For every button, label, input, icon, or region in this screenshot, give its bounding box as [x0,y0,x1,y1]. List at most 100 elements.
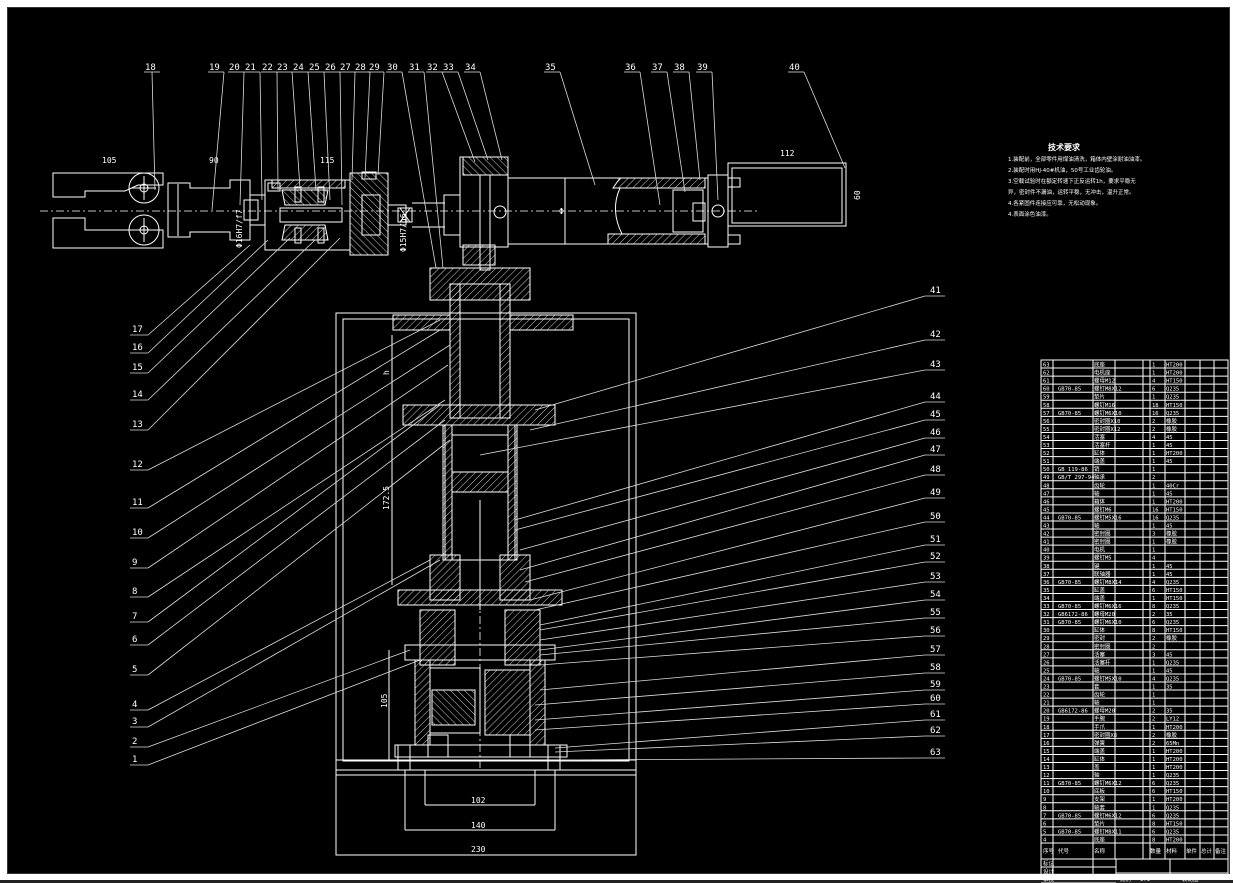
balloon-5: 5 [132,665,137,675]
tech-req-4: 异，密封件不漏油，运转平稳，无冲击，温升正常。 [1008,188,1135,196]
bom-material: HT200 [1166,499,1183,505]
bom-name: 盖 [1094,763,1100,771]
leader-line [147,344,451,539]
leader-line [534,689,926,721]
leader-line [539,561,926,631]
bom-material: 45 [1166,443,1173,449]
bom-no: 19 [1043,717,1050,723]
bom-name: 底座 [1094,361,1106,369]
bom-qty: 6 [1152,588,1155,594]
leader-line [211,71,225,211]
bom-header-cell: 备注 [1215,847,1227,855]
bom-material: HT200 [1166,749,1183,755]
balloon-42: 42 [930,330,941,340]
bom-name: 密封圈 [1094,530,1111,538]
bom-no: 37 [1043,572,1050,578]
bom-no: 10 [1043,789,1050,795]
bom-code: GB70-85 [1058,676,1081,682]
bom-material: LY12 [1166,717,1179,723]
bom-code: GB6172-86 [1058,612,1088,618]
bom-no: 13 [1043,765,1050,771]
bom-no: 26 [1043,660,1050,666]
balloon-63: 63 [930,748,941,758]
bom-qty: 4 [1152,379,1156,385]
bom-qty: 1 [1152,499,1155,505]
bom-no: 43 [1043,524,1050,530]
bom-material: HT150 [1166,507,1183,513]
bom-no: 61 [1043,379,1050,385]
tech-req-3: 3.空载试验时在额定转速下正反运转1h，要求平稳无 [1008,177,1136,185]
bom-qty: 1 [1152,668,1155,674]
tech-req-heading: 技术要求 [1048,142,1081,152]
bom-material: 40Cr [1166,483,1180,489]
balloon-50: 50 [930,512,941,522]
bom-no: 54 [1043,435,1050,441]
bom-material: HT200 [1166,451,1183,457]
bom-name: 手爪 [1094,723,1106,731]
bom-no: 46 [1043,499,1050,505]
drawing-title: 装配图 [1182,875,1199,883]
bom-name: 螺钉M5X16 [1094,513,1122,521]
leader-line [147,239,269,354]
bom-material: HT200 [1166,371,1183,377]
bom-material: Q235 [1166,411,1179,417]
balloon-24: 24 [293,63,304,73]
bom-no: 51 [1043,459,1050,465]
leader-line [539,599,926,651]
leader-line [514,401,926,521]
bom-no: 12 [1043,773,1050,779]
bom-no: 62 [1043,371,1050,377]
leader-line [339,71,343,206]
bom-no: 6 [1043,821,1046,827]
balloon-54: 54 [930,590,941,600]
bom-no: 52 [1043,451,1050,457]
bom-material: 45 [1166,524,1173,530]
bom-qty: 4 [1152,556,1156,562]
bom-name: 轴 [1094,666,1100,674]
bom-qty: 2 [1152,612,1155,618]
bom-no: 48 [1043,483,1050,489]
leader-line [457,71,489,161]
balloon-32: 32 [427,63,438,73]
gripper-assembly [40,156,847,271]
bom-qty: 2 [1152,419,1155,425]
balloon-55: 55 [930,608,941,618]
balloon-49: 49 [930,488,941,498]
leader-line [259,71,263,201]
bom-code: GB70-85 [1058,781,1081,787]
balloon-7: 7 [132,612,137,622]
balloon-31: 31 [409,63,420,73]
bom-name: 螺钉M6 [1094,505,1112,513]
bom-header-cell: 总计 [1201,847,1213,855]
bom-name: 活塞杆 [1094,441,1111,449]
leader-line [559,757,926,761]
balloon-56: 56 [930,626,941,636]
leader-line [276,71,279,191]
bom-qty: 1 [1152,524,1155,530]
column-assembly [335,267,637,856]
bom-name: 垫片 [1094,819,1105,827]
leader-line [514,419,926,531]
bom-no: 14 [1043,757,1050,763]
leader-line [147,237,291,374]
bom-material: HT150 [1166,789,1183,795]
leader-line [147,404,441,623]
bom-no: 36 [1043,580,1050,586]
bom-qty: 6 [1152,829,1155,835]
bom-no: 24 [1043,676,1050,682]
